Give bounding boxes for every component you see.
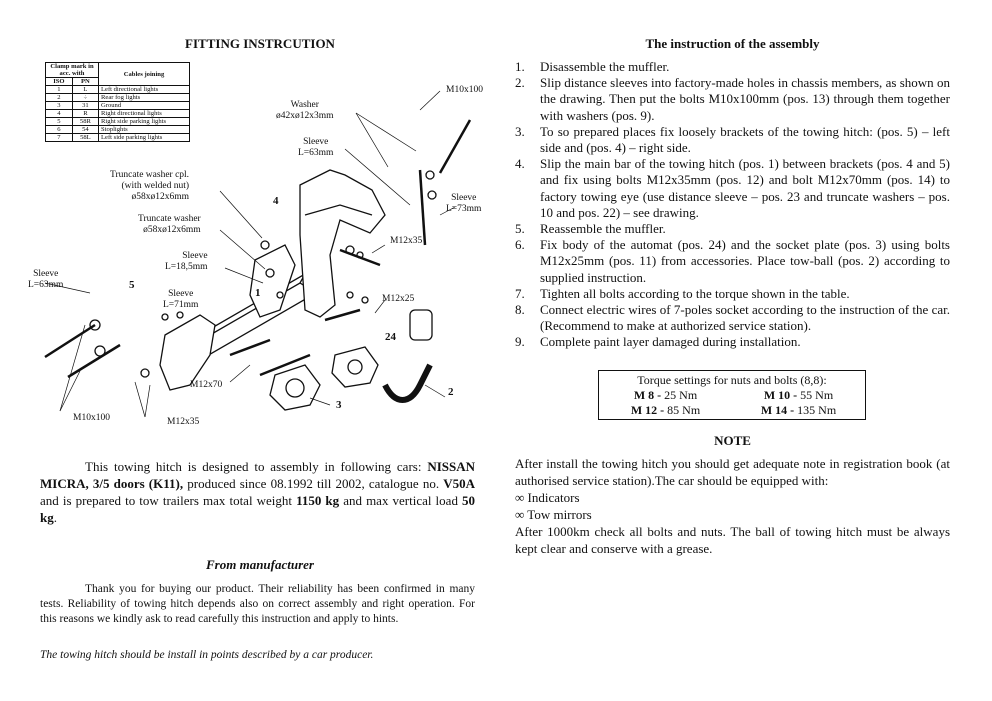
step-number: 3. — [515, 123, 525, 139]
label-truncate-washer-cpl: Truncate washer cpl. (with welded nut) ø… — [110, 170, 190, 202]
note-line-2: After 1000km check all bolts and nuts. T… — [515, 524, 950, 556]
thanks-text: Thank you for buying our product. Their … — [40, 583, 475, 625]
catalogue-number: V50A — [443, 476, 475, 491]
cable-table: Clamp mark in acc. with Cables joining I… — [45, 62, 190, 142]
pos-2: 2 — [448, 386, 454, 398]
list-item: 7. Tighten all bolts according to the tor… — [515, 286, 950, 302]
step-text: Reassemble the muffler. — [540, 221, 666, 237]
note-item-indicators: ∞ Indicators — [515, 490, 580, 505]
socket-plate — [269, 364, 321, 411]
max-load: 50 kg — [40, 493, 476, 525]
intro-text-1: This towing hitch is designed to assembl… — [85, 459, 428, 474]
list-item: 4. Slip the main bar of the towing hitch … — [515, 156, 950, 221]
from-manufacturer-title: From manufacturer — [206, 557, 314, 572]
step-number: 2. — [515, 75, 525, 91]
label-sleeve-73: Sleeve L=73mm — [446, 193, 482, 214]
label-m10x100-bottom: M10x100 — [73, 413, 110, 423]
torque-m8: M 8 - 25 Nm — [633, 388, 698, 402]
intro-text-5: . — [53, 510, 57, 525]
max-weight: 1150 kg — [296, 493, 340, 508]
note-item-tow-mirrors: ∞ Tow mirrors — [515, 507, 592, 522]
list-item: 1. Disassemble the muffler. — [515, 59, 950, 75]
pos-24: 24 — [385, 331, 396, 343]
step-number: 4. — [515, 156, 525, 172]
label-sleeve-18: Sleeve L=18,5mm — [165, 251, 208, 272]
step-number: 9. — [515, 334, 525, 350]
list-item: 9. Complete paint layer damaged during in… — [515, 334, 950, 350]
tow-ball-neck — [382, 363, 433, 403]
label-sleeve-63-left: Sleeve L=63mm — [28, 269, 64, 290]
step-text: Slip distance sleeves into factory-made … — [540, 75, 950, 123]
intro-text-3: and is prepared to tow trailers max tota… — [40, 493, 297, 508]
step-text: Disassemble the muffler. — [540, 59, 670, 74]
label-sleeve-71: Sleeve L=71mm — [163, 289, 199, 310]
note-title: NOTE — [714, 433, 751, 448]
tow-ball-cap — [409, 309, 433, 341]
list-item: 8. Connect electric wires of 7-poles sock… — [515, 302, 950, 334]
label-m12x35-right: M12x35 — [390, 236, 423, 246]
list-item: 2. Slip distance sleeves into factory-mad… — [515, 75, 950, 124]
step-text: Complete paint layer damaged during inst… — [540, 334, 801, 350]
label-m12x25: M12x25 — [382, 294, 415, 304]
torque-m12: M 12 - 85 Nm — [630, 403, 701, 417]
pos-4: 4 — [273, 195, 279, 207]
step-number: 6. — [515, 237, 525, 253]
note-line-1: After install the towing hitch you shoul… — [515, 456, 950, 488]
intro-text-4: and max vertical load — [339, 493, 463, 508]
right-bracket — [299, 169, 386, 318]
step-number: 8. — [515, 302, 525, 318]
step-number: 7. — [515, 285, 525, 301]
towbar-drawing — [44, 90, 472, 418]
step-text: Slip the main bar of the towing hitch (p… — [540, 156, 950, 220]
intro-paragraph: This towing hitch is designed to assembl… — [40, 458, 475, 526]
step-number: 5. — [515, 221, 525, 237]
car-model: NISSAN MICRA, 3/5 doors (K11), — [40, 459, 475, 491]
label-m12x70: M12x70 — [190, 380, 223, 390]
label-truncate-washer: Truncate washer ø58xø12x6mm — [138, 214, 201, 235]
thanks-paragraph: Thank you for buying our product. Their … — [40, 582, 475, 627]
pos-3: 3 — [336, 399, 342, 411]
cell-desc: Left side parking lights — [98, 133, 190, 142]
torque-title: Torque settings for nuts and bolts (8,8)… — [637, 373, 827, 387]
list-item: 5. Reassemble the muffler. — [515, 221, 950, 237]
list-item: 3. To so prepared places fix loosely brac… — [515, 124, 950, 156]
label-m10x100-top: M10x100 — [446, 85, 483, 95]
automat-body — [331, 346, 379, 388]
label-washer: Washer ø42xø12x3mm — [276, 100, 334, 121]
pos-1: 1 — [255, 287, 261, 299]
list-item: 6. Fix body of the automat (pos. 24) and … — [515, 237, 950, 286]
intro-text-2: produced since 08.1992 till 2002, catalo… — [183, 476, 444, 491]
center-plate — [249, 244, 296, 318]
note-body: After install the towing hitch you shoul… — [515, 455, 950, 557]
step-number: 1. — [515, 59, 525, 74]
step-text: Tighten all bolts according to the torqu… — [540, 285, 850, 301]
pos-5: 5 — [129, 279, 135, 291]
left-bracket — [159, 314, 216, 391]
assembly-steps: 1. Disassemble the muffler. 2. Slip distanc… — [515, 59, 950, 351]
assembly-title: The instruction of the assembly — [645, 36, 820, 51]
label-m12x35-bottom: M12x35 — [167, 417, 200, 427]
step-text: To so prepared places fix loosely bracke… — [540, 123, 950, 156]
exploded-diagram: M10x100 Washer ø42xø12x3mm Sleeve L=63mm… — [0, 55, 500, 440]
torque-m10: M 10 - 55 Nm — [763, 388, 834, 402]
page-title: FITTING INSTRCUTION — [185, 36, 335, 51]
torque-box: Torque settings for nuts and bolts (8,8)… — [598, 370, 866, 420]
cell-pn: 58L — [71, 133, 100, 142]
torque-m14: M 14 - 135 Nm — [760, 403, 837, 417]
step-text: Connect electric wires of 7-poles socket… — [540, 302, 950, 334]
install-note: The towing hitch should be install in po… — [40, 649, 374, 661]
label-sleeve-63-top: Sleeve L=63mm — [298, 137, 334, 158]
step-text: Fix body of the automat (pos. 24) and th… — [540, 237, 950, 285]
